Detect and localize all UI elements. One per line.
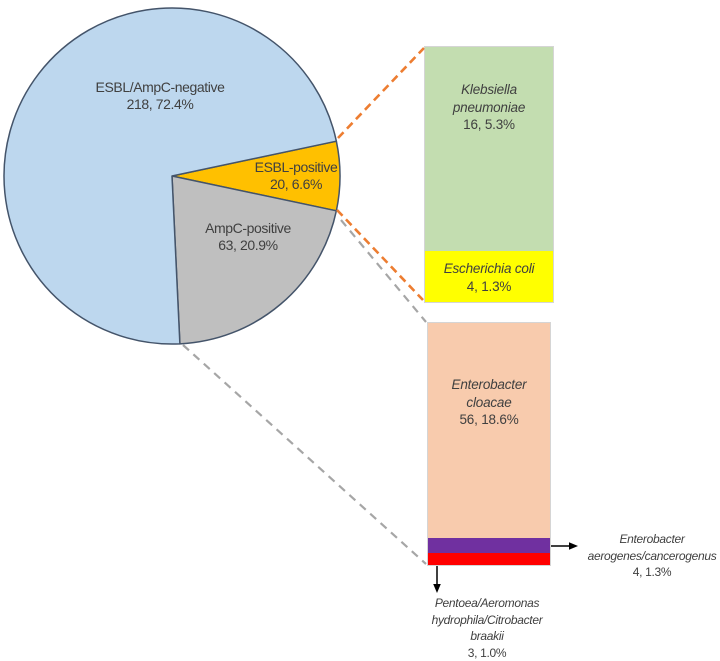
segment-label: Enterobacter cloacae 56, 18.6%: [428, 376, 550, 429]
segment-label: Klebsiella pneumoniae 16, 5.3%: [425, 81, 553, 134]
species-name: cloacae: [466, 394, 512, 410]
slice-value: 20, 6.6%: [269, 176, 323, 192]
segment-value: 4, 1.3%: [632, 565, 672, 579]
species-name: Pentoea/Aeromonas: [434, 596, 540, 610]
species-name: Enterobacter: [451, 377, 527, 392]
segment-label: Escherichia coli 4, 1.3%: [425, 260, 553, 295]
connector-orange-bottom: [336, 209, 424, 301]
slice-label: AmpC-positive: [205, 220, 291, 236]
segment-value: 4, 1.3%: [466, 278, 512, 294]
species-name: Enterobacter: [619, 532, 685, 546]
species-name: braakii: [470, 629, 504, 643]
annotation-pentoea-aeromonas: Pentoea/Aeromonas hydrophila/Citrobacter…: [432, 595, 543, 661]
connector-gray-top: [340, 219, 427, 323]
bar-segment-enterobacter-aerogenes: [428, 538, 550, 554]
slice-value: 218, 72.4%: [126, 96, 194, 112]
species-name: hydrophila/Citrobacter: [431, 612, 543, 627]
connector-gray-bottom: [182, 344, 427, 565]
bar-segment-escherichia-coli: Escherichia coli 4, 1.3%: [425, 251, 553, 302]
bar-segment-pentoea-aeromonas: [428, 553, 550, 565]
species-name: pneumoniae: [452, 99, 526, 115]
species-name: Escherichia coli: [443, 261, 535, 276]
pie-slice-AmpC-positive: [171, 175, 338, 345]
species-name: aerogenes/cancerogenus: [587, 548, 717, 563]
slice-label: ESBL-positive: [254, 159, 338, 175]
segment-value: 56, 18.6%: [459, 412, 519, 427]
pie-label-esbl-positive: ESBL-positive 20, 6.6%: [255, 159, 338, 193]
pie-slice-ESBL/AmpC-negative: [3, 7, 338, 345]
connector-orange-top: [337, 47, 425, 139]
segment-value: 16, 5.3%: [463, 117, 515, 132]
esbl-breakout-bar: Klebsiella pneumoniae 16, 5.3% Escherich…: [425, 47, 553, 302]
pie-label-esbl-ampc-negative: ESBL/AmpC-negative 218, 72.4%: [96, 79, 225, 113]
pie-label-ampc-positive: AmpC-positive 63, 20.9%: [205, 220, 291, 254]
arrow-to-purple-segment: [551, 542, 578, 550]
pie-chart: [3, 7, 341, 345]
ampc-breakout-bar: Enterobacter cloacae 56, 18.6%: [428, 323, 550, 565]
bar-segment-enterobacter-cloacae: Enterobacter cloacae 56, 18.6%: [428, 323, 550, 539]
slice-value: 63, 20.9%: [218, 237, 278, 253]
annotation-enterobacter-aerogenes: Enterobacter aerogenes/cancerogenus 4, 1…: [588, 531, 717, 581]
arrow-to-red-segment: [433, 566, 441, 593]
segment-value: 3, 1.0%: [467, 645, 507, 660]
species-name: Klebsiella: [461, 82, 517, 97]
slice-label: ESBL/AmpC-negative: [95, 79, 225, 95]
bar-segment-klebsiella-pneumoniae: Klebsiella pneumoniae 16, 5.3%: [425, 47, 553, 251]
